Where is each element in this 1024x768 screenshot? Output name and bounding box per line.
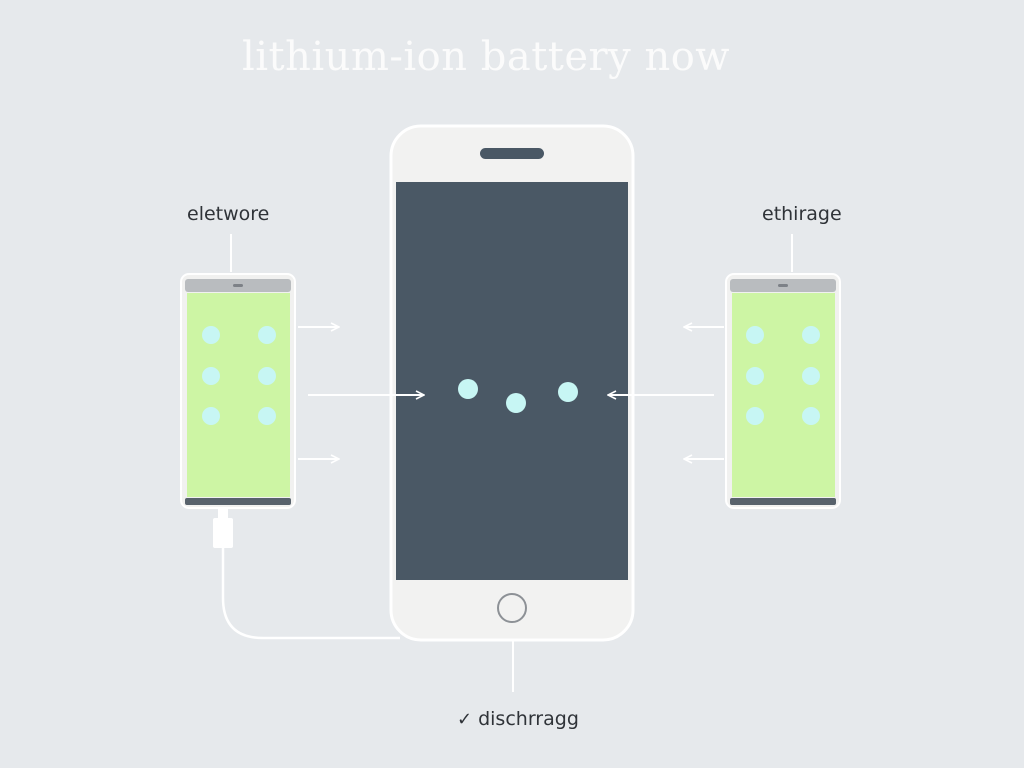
left-ion bbox=[202, 367, 220, 385]
left-ion bbox=[258, 367, 276, 385]
cable-plug-tip bbox=[218, 508, 228, 520]
center-ion bbox=[558, 382, 578, 402]
check-icon: ✓ bbox=[457, 708, 473, 730]
right-ion bbox=[802, 407, 820, 425]
left-phone bbox=[180, 273, 296, 509]
right-ion bbox=[802, 326, 820, 344]
center-phone bbox=[389, 124, 635, 642]
right-ion bbox=[802, 367, 820, 385]
right-ion bbox=[746, 326, 764, 344]
left-battery-fill bbox=[187, 293, 290, 497]
right-phone bbox=[725, 273, 841, 509]
label-bottom: ✓ dischrragg bbox=[457, 708, 579, 730]
center-phone-speaker bbox=[480, 148, 544, 159]
diagram-title: lithium-ion battery now bbox=[241, 34, 731, 80]
right-ion bbox=[746, 407, 764, 425]
label-left: eletwore bbox=[187, 203, 270, 225]
cable-plug bbox=[213, 518, 233, 548]
charging-cable bbox=[221, 548, 400, 640]
left-ion bbox=[258, 407, 276, 425]
left-ion bbox=[258, 326, 276, 344]
center-ion bbox=[506, 393, 526, 413]
center-phone-home-button bbox=[497, 593, 527, 623]
label-bottom-text: dischrragg bbox=[478, 708, 579, 730]
right-ion bbox=[746, 367, 764, 385]
left-ion bbox=[202, 326, 220, 344]
left-ion bbox=[202, 407, 220, 425]
center-phone-screen bbox=[396, 182, 628, 580]
right-battery-fill bbox=[732, 293, 835, 497]
label-right: ethirage bbox=[762, 203, 842, 225]
center-ion bbox=[458, 379, 478, 399]
